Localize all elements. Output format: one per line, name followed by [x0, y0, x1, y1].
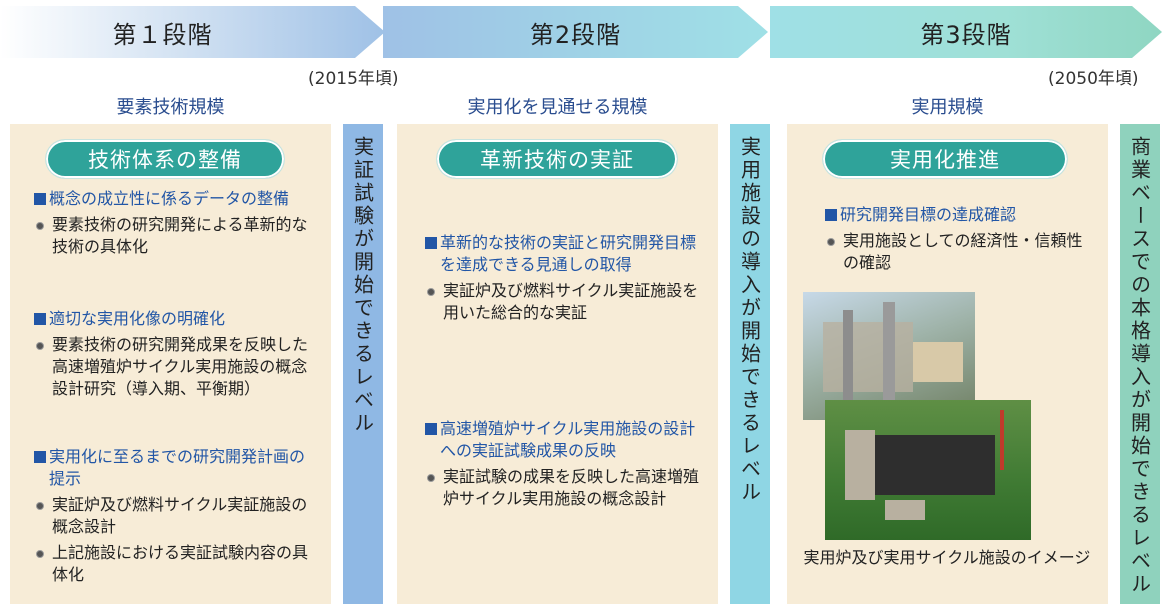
level-bar-2: 実用施設の導入が開始できるレベル [730, 124, 770, 604]
bullet-item: 実証炉及び燃料サイクル実証施設の概念設計 [34, 494, 320, 538]
facility-image-caption: 実用炉及び実用サイクル施設のイメージ [803, 548, 1091, 567]
section-heading: 高速増殖炉サイクル実用施設の設計への実証試験成果の反映 [425, 418, 707, 462]
section-heading: 概念の成立性に係るデータの整備 [34, 188, 320, 210]
stage-2-section-1: 革新的な技術の実証と研究開発目標を達成できる見通しの取得 実証炉及び燃料サイクル… [425, 232, 707, 324]
stage-1-title: 技術体系の整備 [46, 140, 284, 178]
square-icon [34, 313, 46, 325]
level-label-2: 実用施設の導入が開始できるレベル [737, 136, 762, 504]
level-label-1: 実証試験が開始できるレベル [350, 136, 375, 435]
stage-1-arrow: 第１段階 [0, 6, 385, 58]
stage-1-label: 第１段階 [112, 20, 213, 49]
stage-1-section-1: 概念の成立性に係るデータの整備 要素技術の研究開発による革新的な技術の具体化 [34, 188, 320, 258]
year-2015: (2015年頃) [308, 69, 399, 89]
bullet-dot-icon [427, 474, 435, 482]
stage-2-label: 第2段階 [529, 20, 622, 49]
stage-3-section-1: 研究開発目標の達成確認 実用施設としての経済性・信頼性の確認 [825, 204, 1095, 274]
bullet-item: 上記施設における実証試験内容の具体化 [34, 542, 320, 586]
year-2050: (2050年頃) [1048, 69, 1139, 89]
reactor-plant-image [803, 292, 975, 420]
scale-label-1: 要素技術規模 [116, 97, 225, 118]
stage-1-section-3: 実用化に至るまでの研究開発計画の提示 実証炉及び燃料サイクル実証施設の概念設計 … [34, 446, 320, 586]
square-icon [425, 237, 437, 249]
stage-3-label: 第3段階 [920, 20, 1012, 49]
square-icon [34, 193, 46, 205]
square-icon [34, 451, 46, 463]
section-heading: 適切な実用化像の明確化 [34, 308, 320, 330]
stage-3-arrow: 第3段階 [770, 6, 1162, 58]
level-bar-1: 実証試験が開始できるレベル [343, 124, 383, 604]
scale-label-2: 実用化を見通せる規模 [467, 97, 648, 118]
stage-3-title: 実用化推進 [823, 140, 1067, 178]
bullet-dot-icon [36, 502, 44, 510]
section-heading: 研究開発目標の達成確認 [825, 204, 1095, 226]
bullet-item: 要素技術の研究開発による革新的な技術の具体化 [34, 214, 320, 258]
section-heading: 革新的な技術の実証と研究開発目標を達成できる見通しの取得 [425, 232, 707, 276]
stage-2-arrow: 第2段階 [383, 6, 768, 58]
stage-2-title: 革新技術の実証 [437, 140, 677, 178]
stage-2-panel: 革新技術の実証 革新的な技術の実証と研究開発目標を達成できる見通しの取得 実証炉… [397, 124, 718, 604]
stage-2-section-2: 高速増殖炉サイクル実用施設の設計への実証試験成果の反映 実証試験の成果を反映した… [425, 418, 707, 510]
bullet-item: 実用施設としての経済性・信頼性の確認 [825, 230, 1095, 274]
bullet-dot-icon [36, 222, 44, 230]
bullet-dot-icon [427, 288, 435, 296]
bullet-dot-icon [36, 550, 44, 558]
stage-1-section-2: 適切な実用化像の明確化 要素技術の研究開発成果を反映した高速増殖炉サイクル実用施… [34, 308, 320, 400]
square-icon [425, 423, 437, 435]
square-icon [825, 209, 837, 221]
bullet-item: 実証試験の成果を反映した高速増殖炉サイクル実用施設の概念設計 [425, 466, 707, 510]
stage-1-panel: 技術体系の整備 概念の成立性に係るデータの整備 要素技術の研究開発による革新的な… [10, 124, 331, 604]
bullet-item: 実証炉及び燃料サイクル実証施設を用いた総合的な実証 [425, 280, 707, 324]
bullet-item: 要素技術の研究開発成果を反映した高速増殖炉サイクル実用施設の概念設計研究（導入期… [34, 334, 320, 400]
section-heading: 実用化に至るまでの研究開発計画の提示 [34, 446, 320, 490]
scale-label-3: 実用規模 [911, 97, 984, 118]
level-label-3: 商業ベースでの本格導入が開始できるレベル [1127, 136, 1152, 596]
level-bar-3: 商業ベースでの本格導入が開始できるレベル [1120, 124, 1160, 604]
bullet-dot-icon [36, 342, 44, 350]
cycle-facility-image [825, 400, 1031, 540]
bullet-dot-icon [827, 238, 835, 246]
